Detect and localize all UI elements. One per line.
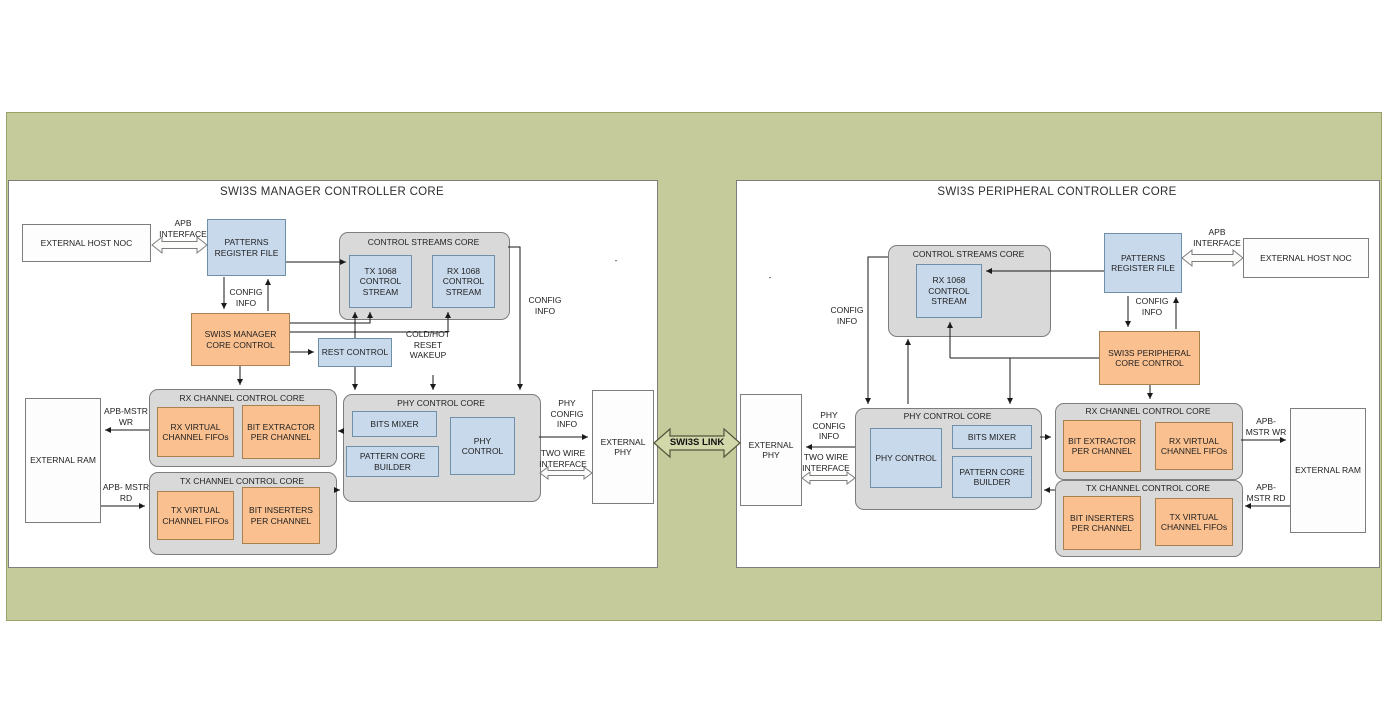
manager-tx-stream-block: TX 1068 CONTROL STREAM <box>349 255 412 308</box>
swi3s-link-label: SWI3S LINK <box>669 437 725 448</box>
peripheral-dash-mark: - <box>768 272 772 282</box>
peripheral-rx-fifos-block: RX VIRTUAL CHANNEL FIFOs <box>1155 422 1233 470</box>
manager-rx-stream-block: RX 1068 CONTROL STREAM <box>432 255 495 308</box>
manager-apb-mstr-rd-label: APB- MSTR RD <box>102 482 150 503</box>
manager-apb-mstr-wr-label: APB-MSTR WR <box>104 406 148 427</box>
manager-bit-extractor-block: BIT EXTRACTOR PER CHANNEL <box>242 405 320 459</box>
peripheral-rx-channel-core-label: RX CHANNEL CONTROL CORE <box>1085 406 1211 416</box>
peripheral-config-info-label-a: CONFIG INFO <box>1135 296 1169 317</box>
manager-external-host-noc-block: EXTERNAL HOST NOC <box>22 224 151 262</box>
manager-rx-fifos-block: RX VIRTUAL CHANNEL FIFOs <box>157 407 234 457</box>
peripheral-core-control-block: SWI3S PERIPHERAL CORE CONTROL <box>1099 331 1200 385</box>
peripheral-rx-stream-block: RX 1068 CONTROL STREAM <box>916 264 982 318</box>
manager-apb-interface-label: APB INTERFACE <box>159 218 207 239</box>
manager-config-info-label-b: CONFIG INFO <box>528 295 562 316</box>
peripheral-patterns-register-file-block: PATTERNS REGISTER FILE <box>1104 233 1182 293</box>
peripheral-phy-control-core-label: PHY CONTROL CORE <box>903 411 992 421</box>
manager-external-phy-block: EXTERNAL PHY <box>592 390 654 504</box>
peripheral-external-ram-block: EXTERNAL RAM <box>1290 408 1366 533</box>
peripheral-bits-mixer-block: BITS MIXER <box>952 425 1032 449</box>
peripheral-phy-control-block: PHY CONTROL <box>870 428 942 488</box>
manager-rx-channel-core-label: RX CHANNEL CONTROL CORE <box>179 393 305 403</box>
peripheral-bit-inserters-block: BIT INSERTERS PER CHANNEL <box>1063 496 1141 550</box>
manager-bits-mixer-block: BITS MIXER <box>352 411 437 437</box>
manager-phy-control-core-label: PHY CONTROL CORE <box>397 398 485 408</box>
manager-bit-inserters-block: BIT INSERTERS PER CHANNEL <box>242 487 320 544</box>
peripheral-pattern-core-builder-block: PATTERN CORE BUILDER <box>952 456 1032 498</box>
manager-core-control-block: SWI3S MANAGER CORE CONTROL <box>191 313 290 366</box>
peripheral-panel-title: SWI3S PERIPHERAL CONTROLLER CORE <box>937 186 1177 198</box>
peripheral-config-info-label-b: CONFIG INFO <box>830 305 864 326</box>
manager-external-ram-block: EXTERNAL RAM <box>25 398 101 523</box>
peripheral-bit-extractor-block: BIT EXTRACTOR PER CHANNEL <box>1063 420 1141 472</box>
peripheral-control-streams-core-label: CONTROL STREAMS CORE <box>912 249 1025 259</box>
peripheral-external-phy-block: EXTERNAL PHY <box>740 394 802 506</box>
peripheral-external-host-noc-block: EXTERNAL HOST NOC <box>1243 238 1369 278</box>
manager-phy-control-block: PHY CONTROL <box>450 417 515 475</box>
manager-dash-mark: - <box>614 255 618 265</box>
manager-config-info-label-a: CONFIG INFO <box>229 287 263 308</box>
manager-control-streams-core-label: CONTROL STREAMS CORE <box>367 237 480 247</box>
manager-phy-config-info-label: PHY CONFIG INFO <box>550 398 584 430</box>
peripheral-control-streams-core-container <box>888 245 1051 337</box>
manager-cold-hot-reset-label: COLD/HOT RESET WAKEUP <box>406 329 450 361</box>
manager-tx-fifos-block: TX VIRTUAL CHANNEL FIFOs <box>157 491 234 540</box>
peripheral-apb-interface-label: APB INTERFACE <box>1193 227 1241 248</box>
manager-panel-title: SWI3S MANAGER CONTROLLER CORE <box>219 186 445 198</box>
peripheral-apb-mstr-wr-label: APB- MSTR WR <box>1245 416 1287 437</box>
peripheral-phy-config-info-label: PHY CONFIG INFO <box>812 410 846 442</box>
manager-tx-channel-core-label: TX CHANNEL CONTROL CORE <box>179 476 305 486</box>
manager-pattern-core-builder-block: PATTERN CORE BUILDER <box>346 446 439 477</box>
manager-two-wire-interface-label: TWO WIRE INTERFACE <box>539 448 587 469</box>
peripheral-apb-mstr-rd-label: APB- MSTR RD <box>1246 482 1286 503</box>
manager-rest-control-block: REST CONTROL <box>318 338 392 367</box>
manager-patterns-register-file-block: PATTERNS REGISTER FILE <box>207 219 286 276</box>
peripheral-tx-fifos-block: TX VIRTUAL CHANNEL FIFOs <box>1155 498 1233 546</box>
peripheral-two-wire-interface-label: TWO WIRE INTERFACE <box>802 452 850 473</box>
peripheral-tx-channel-core-label: TX CHANNEL CONTROL CORE <box>1085 483 1211 493</box>
